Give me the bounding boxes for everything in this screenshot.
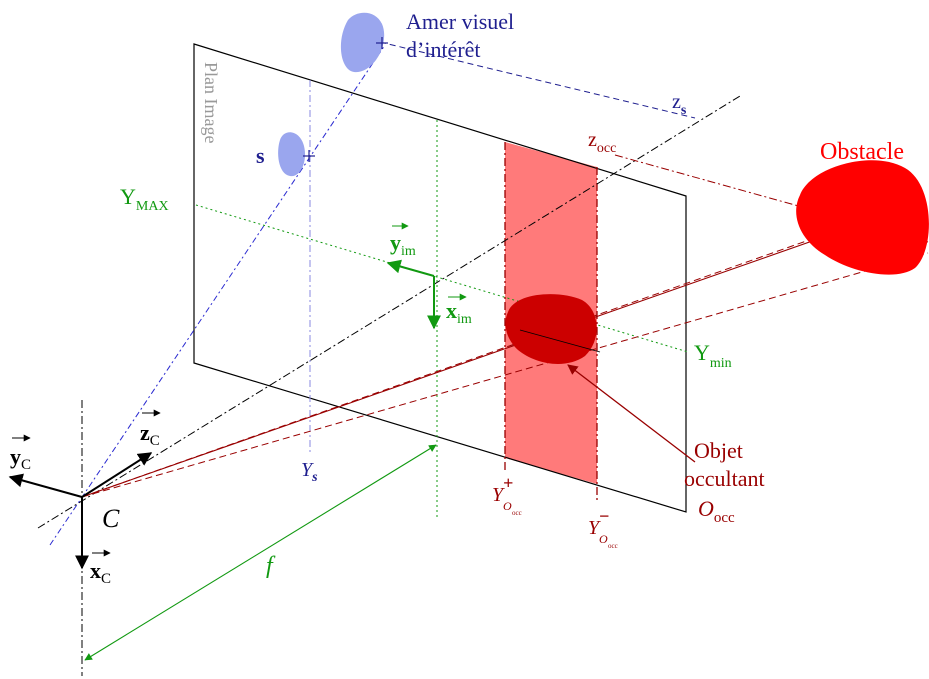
ymin-main: Y bbox=[694, 340, 710, 365]
amer-label-line1: Amer visuel bbox=[406, 9, 514, 34]
ymax-main: Y bbox=[120, 184, 136, 209]
occluding-object-shape bbox=[505, 294, 597, 364]
image-plane bbox=[193, 43, 687, 513]
plan-image-label: Plan Image bbox=[201, 62, 221, 143]
obstacle-label: Obstacle bbox=[820, 139, 904, 165]
yo-minus-main: Y bbox=[588, 517, 601, 539]
yo-plus-label: Y+ bbox=[492, 473, 513, 506]
yo-minus-sub: O bbox=[599, 532, 608, 546]
x-im-main: x bbox=[446, 298, 457, 323]
yo-plus-sup: + bbox=[503, 473, 513, 493]
yo-plus-main: Y bbox=[492, 484, 505, 506]
zocc-main: z bbox=[588, 129, 597, 151]
zocc-sub: occ bbox=[597, 141, 616, 156]
obstacle-shape bbox=[796, 160, 929, 275]
yo-minus-label: Y− bbox=[588, 506, 609, 539]
zocc-label: zocc bbox=[588, 129, 616, 156]
o-occ-main: O bbox=[698, 496, 714, 521]
y-c-main: y bbox=[10, 444, 21, 469]
y-c-sub: C bbox=[21, 457, 31, 473]
y-im-axis bbox=[386, 259, 435, 277]
x-c-main: x bbox=[90, 558, 101, 583]
ymin-sub: min bbox=[710, 356, 732, 371]
yo-minus-sup: − bbox=[599, 506, 609, 526]
o-occ-sub: occ bbox=[714, 510, 735, 526]
s-shape bbox=[278, 132, 306, 177]
z-c-main: z bbox=[140, 420, 150, 445]
objet-occultant-pointer bbox=[567, 364, 696, 463]
zocc-line bbox=[614, 154, 929, 243]
landmark-shape bbox=[340, 12, 385, 73]
yo-plus-subsub: occ bbox=[512, 509, 522, 517]
y-im-main: y bbox=[390, 230, 401, 255]
z-c-sub: C bbox=[150, 433, 160, 449]
x-im-label: xim bbox=[446, 298, 472, 327]
ys-sub: s bbox=[311, 470, 318, 485]
y-im-sub: im bbox=[401, 244, 416, 259]
ymax-sub: MAX bbox=[136, 199, 169, 214]
zs-main: z bbox=[672, 91, 681, 113]
zs-line bbox=[379, 41, 696, 119]
o-occ-label: Oocc bbox=[698, 496, 735, 526]
objet-label-line2: occultant bbox=[684, 466, 765, 491]
c-label: C bbox=[102, 504, 120, 533]
zs-sub: s bbox=[681, 103, 687, 118]
yo-minus-subsub: occ bbox=[608, 542, 618, 550]
occluding-object-line bbox=[519, 329, 601, 353]
ys-main: Y bbox=[301, 459, 314, 481]
y-c-label: yC bbox=[10, 444, 31, 473]
ys-label: Ys bbox=[301, 459, 318, 485]
x-c-label: xC bbox=[90, 558, 111, 587]
z-c-axis bbox=[81, 452, 153, 498]
amer-label-line2: d’intérêt bbox=[406, 37, 481, 62]
y-im-label: yim bbox=[390, 230, 416, 259]
f-label: f bbox=[266, 553, 276, 579]
x-im-sub: im bbox=[457, 312, 472, 327]
zs-label: zs bbox=[672, 91, 687, 118]
z-c-label: zC bbox=[140, 420, 160, 449]
y-c-axis bbox=[8, 473, 83, 498]
focal-length-arrow bbox=[84, 444, 437, 661]
optical-axis bbox=[37, 95, 741, 529]
yo-plus-sub: O bbox=[503, 499, 512, 513]
objet-label-line1: Objet bbox=[694, 438, 743, 463]
ymax-label: YMAX bbox=[120, 184, 169, 214]
x-c-sub: C bbox=[101, 571, 111, 587]
ymin-label: Ymin bbox=[694, 340, 732, 371]
s-label: s bbox=[256, 143, 265, 168]
ymax-ymin-line bbox=[195, 204, 689, 353]
